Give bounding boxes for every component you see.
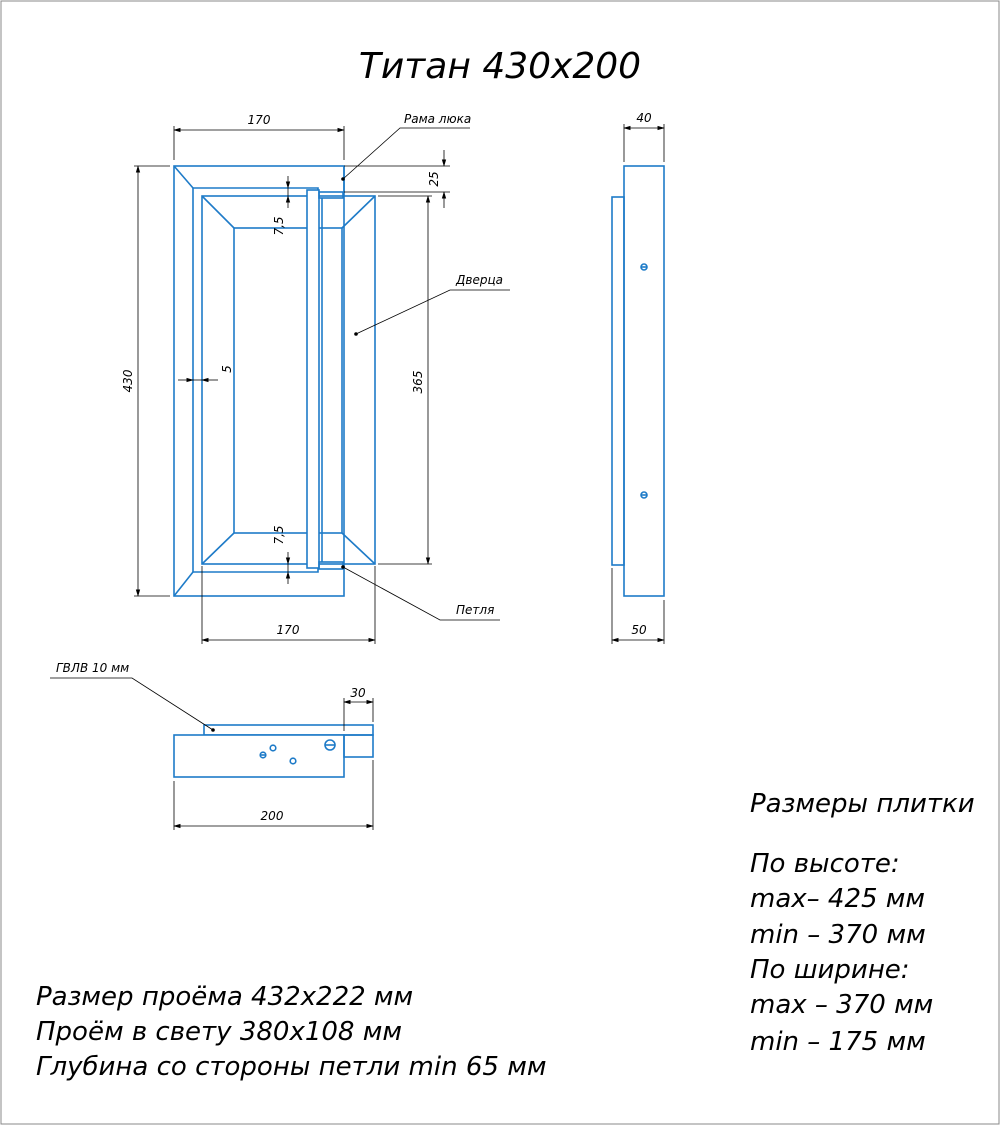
dim-plan-offset: 30 [350,686,366,700]
tile-size-line: min – 175 мм [750,1027,926,1057]
tile-size-line: min – 370 мм [750,920,926,950]
frame-outline [173,165,345,597]
side-body [623,165,665,597]
label-door: Дверца [455,273,503,287]
opening-note-line: Проём в свету 380х108 мм [36,1017,402,1047]
tile-sizes-note: Размеры плитки По высоте: max– 425 мм mi… [750,789,975,1057]
side-view [611,165,665,597]
plan-screw-b [269,744,277,752]
dim-gap-bottom: 7,5 [272,525,286,544]
dim-gap-top: 7,5 [272,216,286,235]
front-dimensions: 170 430 25 7,5 7,5 5 365 [121,113,450,644]
tile-size-line: max – 370 мм [750,990,933,1020]
dim-height: 430 [121,369,135,392]
dim-side-gap: 5 [220,365,234,373]
plan-view [173,724,374,778]
front-view [173,165,376,597]
label-frame: Рама люка [404,112,471,126]
plan-door-leaf [343,734,374,758]
dim-plan-width: 200 [261,809,284,823]
label-drywall: ГВЛВ 10 мм [56,661,129,675]
dim-door-height: 365 [411,371,425,394]
label-hinge: Петля [456,603,494,617]
tile-size-line: По высоте: [750,849,900,879]
dim-side-top-depth: 40 [636,111,652,125]
frame-inner-bevel [192,187,319,573]
tile-sizes-heading: Размеры плитки [750,789,975,819]
dim-top-width: 170 [248,113,271,127]
front-callouts: Рама люка Дверца Петля [341,112,510,621]
plan-drywall [203,724,374,736]
dim-frame-top: 25 [427,171,441,186]
tile-size-line: max– 425 мм [750,884,925,914]
hinge-bar [306,189,320,569]
drawing-title: Титан 430х200 [359,46,641,87]
dim-side-bottom-depth: 50 [631,623,647,637]
plan-dimensions: ГВЛВ 10 мм 30 200 [50,661,374,830]
opening-note-line: Размер проёма 432х222 мм [36,982,413,1012]
opening-note-line: Глубина со стороны петли min 65 мм [36,1052,546,1082]
side-dimensions: 40 50 [611,111,665,644]
door-outline [201,195,376,565]
dim-bottom-width: 170 [277,623,300,637]
door-inner-panel [233,227,343,534]
plan-body [173,734,345,778]
side-flange [611,196,625,566]
tile-size-line: По ширине: [750,955,910,985]
opening-notes: Размер проёма 432х222 мм Проём в свету 3… [36,982,546,1082]
plan-screw-c [289,757,297,765]
